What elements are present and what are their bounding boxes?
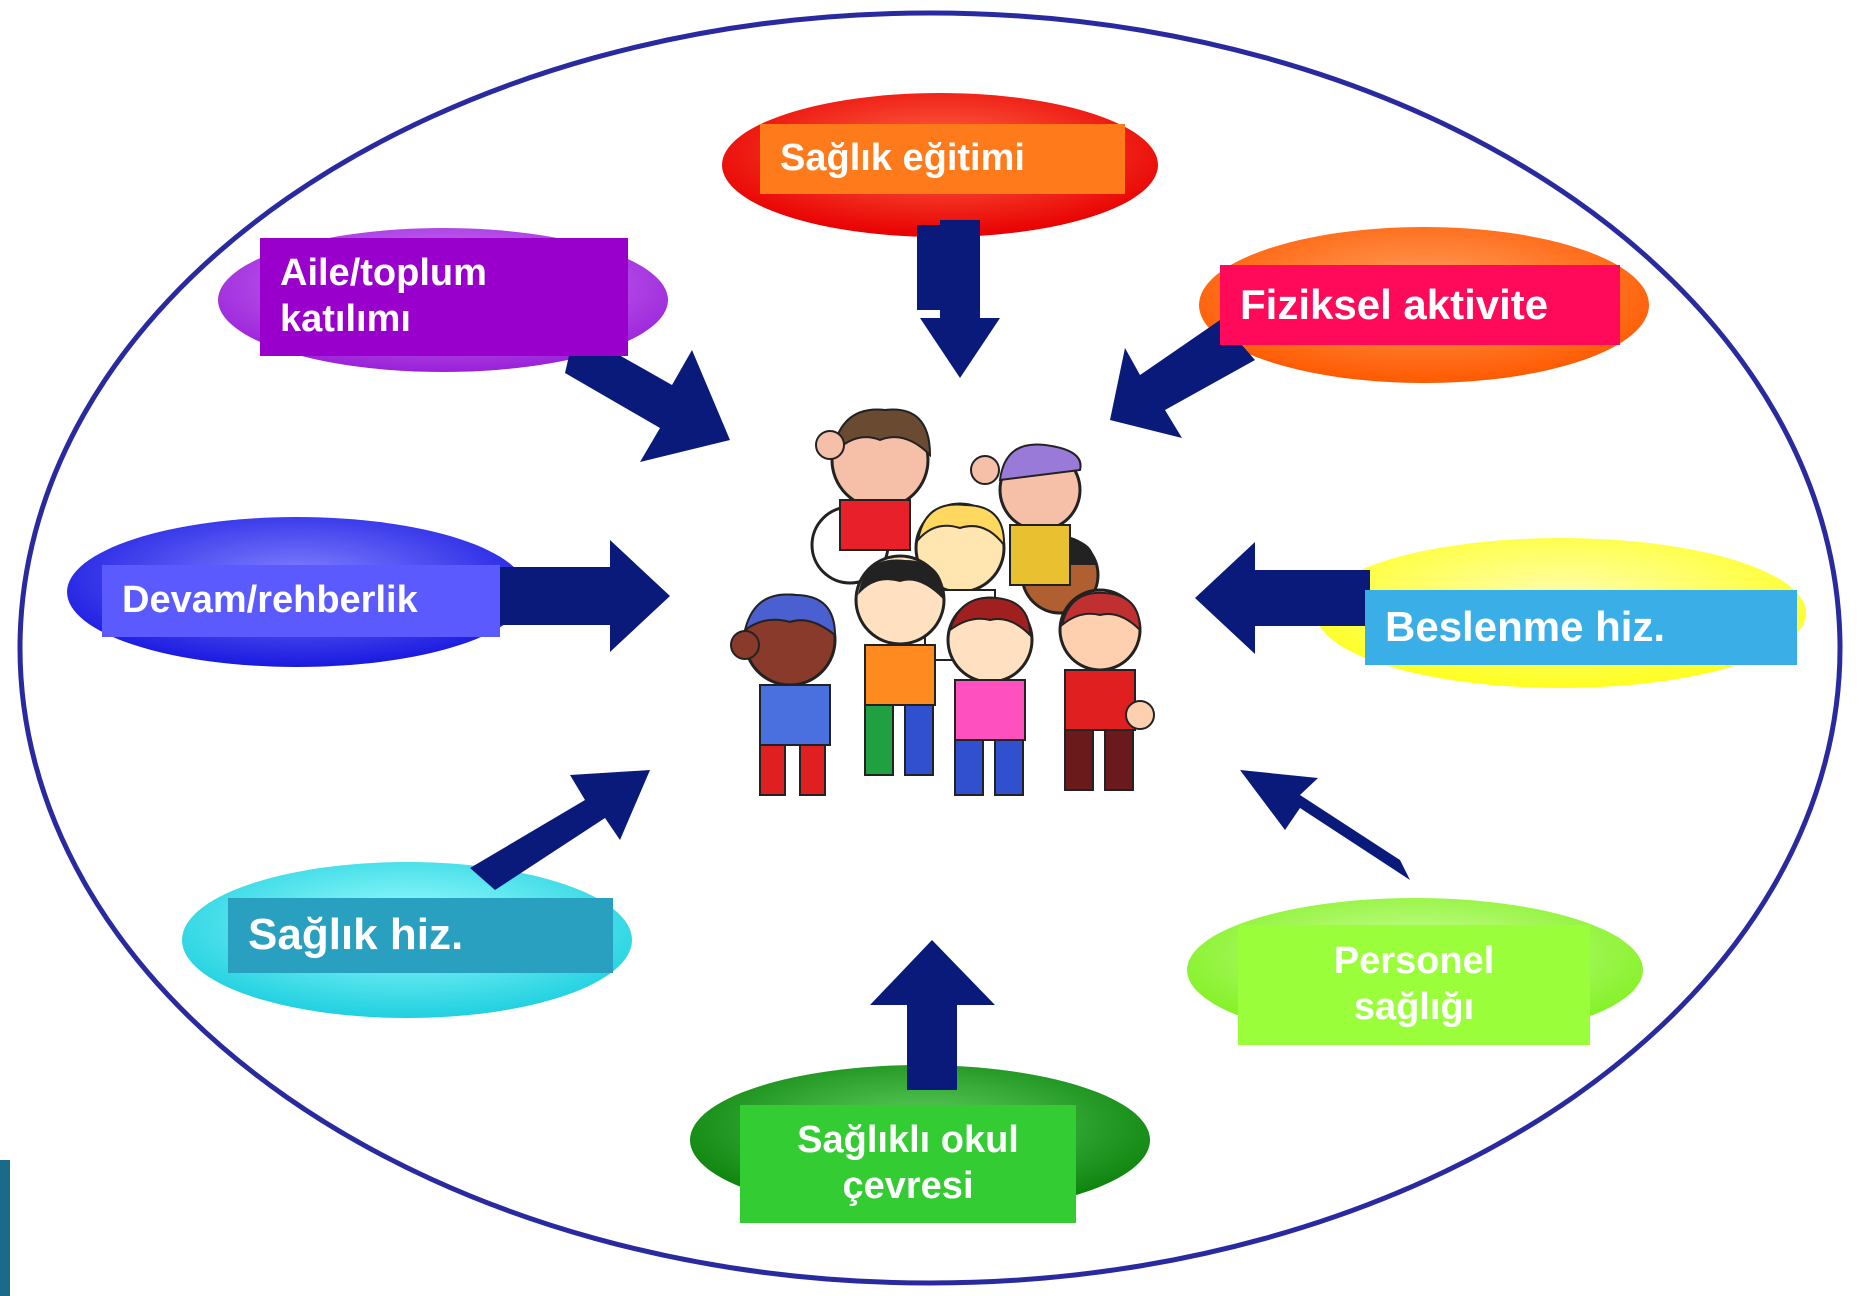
outer-ellipse (17, 10, 1843, 1286)
label-beslenme: Beslenme hiz. (1365, 590, 1797, 665)
label-saglik-hiz-text: Sağlık hiz. (248, 910, 464, 960)
children-group-illustration (730, 408, 1155, 796)
left-edge-bar (0, 1160, 10, 1296)
arrow-from-personel-sagligi (1240, 770, 1410, 880)
label-aile-toplum: Aile/toplum katılımı (260, 238, 628, 356)
label-aile-toplum-text: Aile/toplum katılımı (280, 252, 487, 340)
arrow-from-aile-toplum (565, 330, 730, 462)
label-fiziksel-aktivite: Fiziksel aktivite (1220, 265, 1620, 345)
label-devam-rehberlik: Devam/rehberlik (102, 565, 500, 637)
label-devam-rehberlik-text: Devam/rehberlik (122, 579, 418, 622)
arrow-from-fiziksel-aktivite (1110, 320, 1255, 438)
label-fiziksel-aktivite-text: Fiziksel aktivite (1240, 280, 1549, 328)
arrow-from-saglikli-okul (870, 940, 995, 1090)
label-personel-sagligi-text: Personel sağlığı (1333, 940, 1495, 1028)
label-beslenme-text: Beslenme hiz. (1385, 603, 1666, 651)
label-saglik-egitimi-text: Sağlık eğitimi (780, 137, 1025, 180)
arrow-from-devam-rehberlik (500, 540, 670, 652)
label-saglik-egitimi: Sağlık eğitimi (760, 124, 1125, 194)
label-personel-sagligi: Personel sağlığı (1238, 925, 1590, 1045)
label-saglikli-okul: Sağlıklı okul çevresi (740, 1105, 1076, 1223)
label-saglikli-okul-text: Sağlıklı okul çevresi (797, 1119, 1019, 1207)
arrow-from-beslenme (1195, 542, 1370, 654)
arrow-from-saglik-egitimi (917, 220, 1000, 378)
arrow-from-saglik-hiz (470, 770, 650, 890)
label-saglik-hiz: Sağlık hiz. (228, 898, 613, 973)
